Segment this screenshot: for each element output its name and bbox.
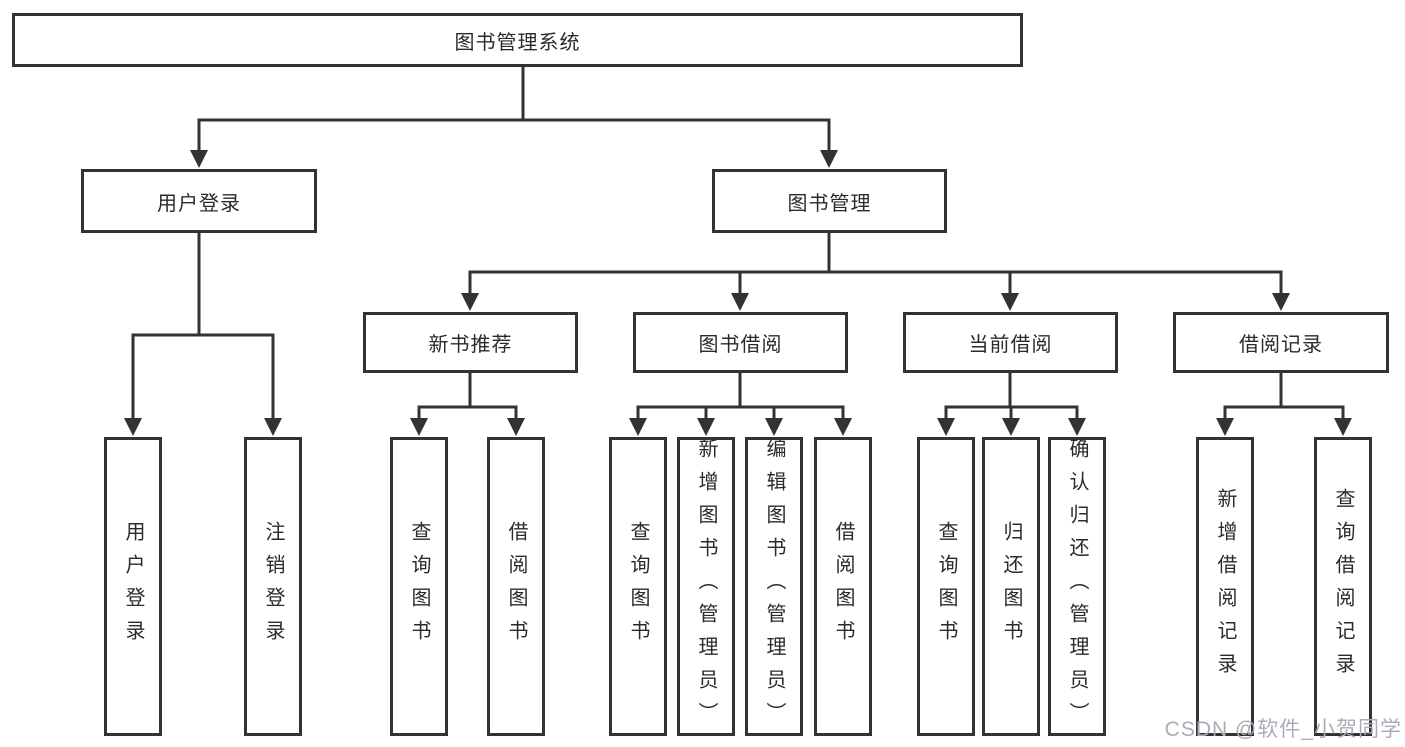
leaf-recommend-borrow-books-label: 借阅图书 [505,520,527,653]
node-book-borrowing-label: 图书借阅 [698,334,783,356]
leaf-current-return-books-label: 归还图书 [1000,520,1022,653]
node-user-login-label: 用户登录 [157,192,241,215]
connector-lines [131,65,1345,420]
leaf-borrowing-query-books: 查询图书 [609,437,667,736]
node-library-management-system: 图书管理系统 [12,13,1023,67]
leaf-borrowing-add-books: 新增图书（管理员） [677,437,735,736]
leaf-current-query-books-label: 查询图书 [935,520,957,653]
node-user-login: 用户登录 [81,169,317,233]
leaf-current-return-books: 归还图书 [982,437,1040,736]
leaf-borrowing-edit-books: 编辑图书（管理员） [745,437,803,736]
leaf-borrowing-borrow-books-label: 借阅图书 [832,520,854,653]
leaf-borrowing-add-books-label: 新增图书（管理员） [695,438,717,735]
leaf-current-confirm-return: 确认归还（管理员） [1048,437,1106,736]
leaf-borrowing-edit-books-label: 编辑图书（管理员） [763,438,785,735]
leaf-user-login-label: 用户登录 [122,520,144,653]
csdn-watermark: CSDN @软件_小贺同学 [1164,718,1402,741]
node-current-borrowing: 当前借阅 [903,312,1118,373]
leaf-records-add-record-label: 新增借阅记录 [1214,487,1236,686]
leaf-borrowing-query-books-label: 查询图书 [627,520,649,653]
leaf-recommend-borrow-books: 借阅图书 [487,437,545,736]
node-root-label: 图书管理系统 [454,31,581,54]
node-book-management: 图书管理 [712,169,947,233]
node-book-borrowing: 图书借阅 [633,312,848,373]
arrowhead-icons [124,150,1352,436]
leaf-recommend-query-books: 查询图书 [390,437,448,736]
leaf-current-confirm-return-label: 确认归还（管理员） [1066,438,1088,735]
leaf-current-query-books: 查询图书 [917,437,975,736]
node-new-book-recommend-label: 新书推荐 [428,334,513,356]
leaf-user-login: 用户登录 [104,437,162,736]
leaf-logout-label: 注销登录 [262,520,284,653]
leaf-recommend-query-books-label: 查询图书 [408,520,430,653]
leaf-records-query-record: 查询借阅记录 [1314,437,1372,736]
leaf-records-query-record-label: 查询借阅记录 [1332,487,1354,686]
leaf-logout: 注销登录 [244,437,302,736]
leaf-records-add-record: 新增借阅记录 [1196,437,1254,736]
node-current-borrowing-label: 当前借阅 [968,334,1053,356]
leaf-borrowing-borrow-books: 借阅图书 [814,437,872,736]
node-new-book-recommend: 新书推荐 [363,312,578,373]
node-borrowing-records: 借阅记录 [1173,312,1389,373]
node-book-management-label: 图书管理 [787,192,872,215]
node-borrowing-records-label: 借阅记录 [1239,334,1323,356]
